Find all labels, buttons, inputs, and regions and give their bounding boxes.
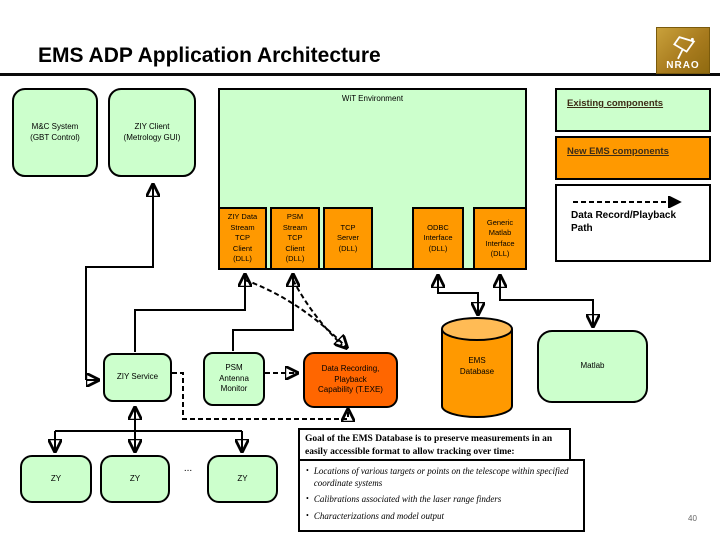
- node-zy-3: ZY: [207, 455, 278, 503]
- node-generic-matlab-interface-dll: Generic Matlab Interface (DLL): [473, 207, 527, 270]
- page-number: 40: [688, 514, 697, 523]
- goal-bullet-1-text: Locations of various targets or points o…: [313, 466, 569, 488]
- node-ziy-client: ZIY Client (Metrology GUI): [108, 88, 196, 177]
- goal-bullets: • Locations of various targets or points…: [298, 459, 585, 532]
- page-title: EMS ADP Application Architecture: [38, 44, 381, 67]
- connector-to-ziy-client: [85, 186, 153, 380]
- node-ziy-data-stream-dll: ZIY Data Stream TCP Client (DLL): [218, 207, 267, 270]
- goal-bullet-1: • Locations of various targets or points…: [306, 466, 577, 489]
- legend-new-label: New EMS components: [567, 146, 669, 157]
- connector-psm-to-psmdll: [232, 276, 293, 351]
- node-zy-1: ZY: [20, 455, 92, 503]
- goal-heading: Goal of the EMS Database is to preserve …: [298, 428, 571, 461]
- playback-path-ziyservice: [172, 372, 348, 419]
- connector-db-to-odbc: [438, 277, 478, 294]
- bullet-icon: •: [306, 466, 309, 475]
- zy-ellipsis: ...: [183, 463, 193, 474]
- bullet-icon: •: [306, 494, 309, 504]
- node-ems-database: EMS Database: [440, 316, 514, 420]
- dashed-arrow-icon: [573, 196, 682, 208]
- goal-bullet-3: • Characterizations and model output: [306, 511, 577, 523]
- node-zy-2: ZY: [100, 455, 170, 503]
- ems-database-label: EMS Database: [459, 356, 495, 376]
- legend-path-label: Data Record/Playback Path: [571, 210, 677, 234]
- playback-path-curve-1: [244, 279, 346, 347]
- node-mc-system: M&C System (GBT Control): [12, 88, 98, 177]
- legend-new-ems-components: New EMS components: [555, 136, 711, 180]
- bullet-icon: •: [306, 511, 309, 521]
- connector-matlab-to-interface: [500, 277, 593, 301]
- connector-ziyservice-to-ziydll: [134, 276, 245, 352]
- wit-environment-label: WiT Environment: [341, 94, 404, 103]
- nrao-logo-text: NRAO: [666, 60, 700, 71]
- nrao-logo: NRAO: [656, 27, 710, 74]
- antenna-icon: [673, 36, 696, 60]
- connector-odbc-to-db: [438, 292, 478, 313]
- header-rule: [0, 73, 720, 76]
- legend-record-playback-path: Data Record/Playback Path: [555, 184, 711, 262]
- node-psm-stream-dll: PSM Stream TCP Client (DLL): [270, 207, 320, 270]
- node-data-recording: Data Recording, Playback Capability (T.E…: [303, 352, 398, 408]
- node-matlab: Matlab: [537, 330, 648, 403]
- node-odbc-interface-dll: ODBC Interface (DLL): [412, 207, 464, 270]
- node-tcp-server-dll: TCP Server (DLL): [323, 207, 373, 270]
- playback-path-curve-2: [292, 279, 343, 346]
- database-cylinder-icon: [441, 317, 513, 418]
- connector-interface-to-matlab: [500, 299, 593, 325]
- goal-bullet-2: • Calibrations associated with the laser…: [306, 494, 577, 506]
- goal-bullet-2-text: Calibrations associated with the laser r…: [313, 494, 502, 505]
- goal-bullet-3-text: Characterizations and model output: [313, 511, 445, 522]
- node-ziy-service: ZIY Service: [103, 353, 172, 402]
- legend-existing-label: Existing components: [567, 98, 664, 109]
- node-psm-antenna-monitor: PSM Antenna Monitor: [203, 352, 265, 406]
- legend-existing-components: Existing components: [555, 88, 711, 132]
